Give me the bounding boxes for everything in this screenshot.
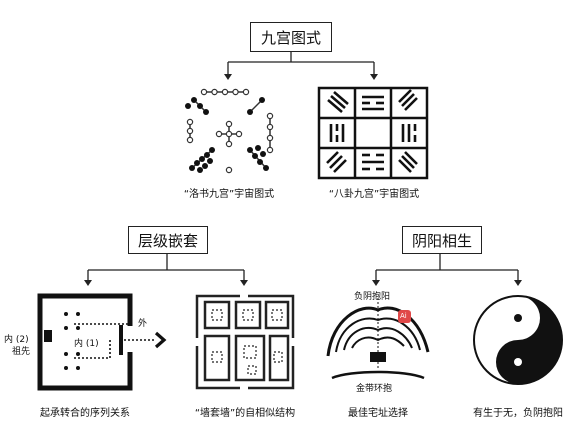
selfsimilar-caption: “墙套墙”的自相似结构 [194,408,296,419]
hierarchy-box: 层级嵌套 [128,226,208,254]
bagua-caption: “八卦九宫”宇宙图式 [328,189,420,200]
diagram-title: 九宫图式 [260,28,321,47]
ancestor-label: 祖先 [12,347,31,357]
taiji-caption: 有生于无，负阴抱阳 [473,408,563,419]
yinyang-box: 阴阳相生 [402,226,482,254]
title-box: 九宫图式 [250,22,332,52]
luoshu-caption: “洛书九宫”宇宙图式 [183,189,275,200]
site-caption: 最佳宅址选择 [348,408,408,419]
hierarchy-label: 层级嵌套 [137,231,198,250]
fuyin-label: 负阴抱阳 [354,292,391,302]
yinyang-label: 阴阳相生 [411,231,472,250]
sequence-caption: 起承转合的序列关系 [40,408,130,419]
inner1-label: 内 (1) [74,339,99,349]
jindai-label: 金带环抱 [356,384,393,394]
inner2-label: 内 (2) [4,335,29,345]
ai-badge: Ai [400,312,407,320]
outer-label: 外 [138,319,148,329]
